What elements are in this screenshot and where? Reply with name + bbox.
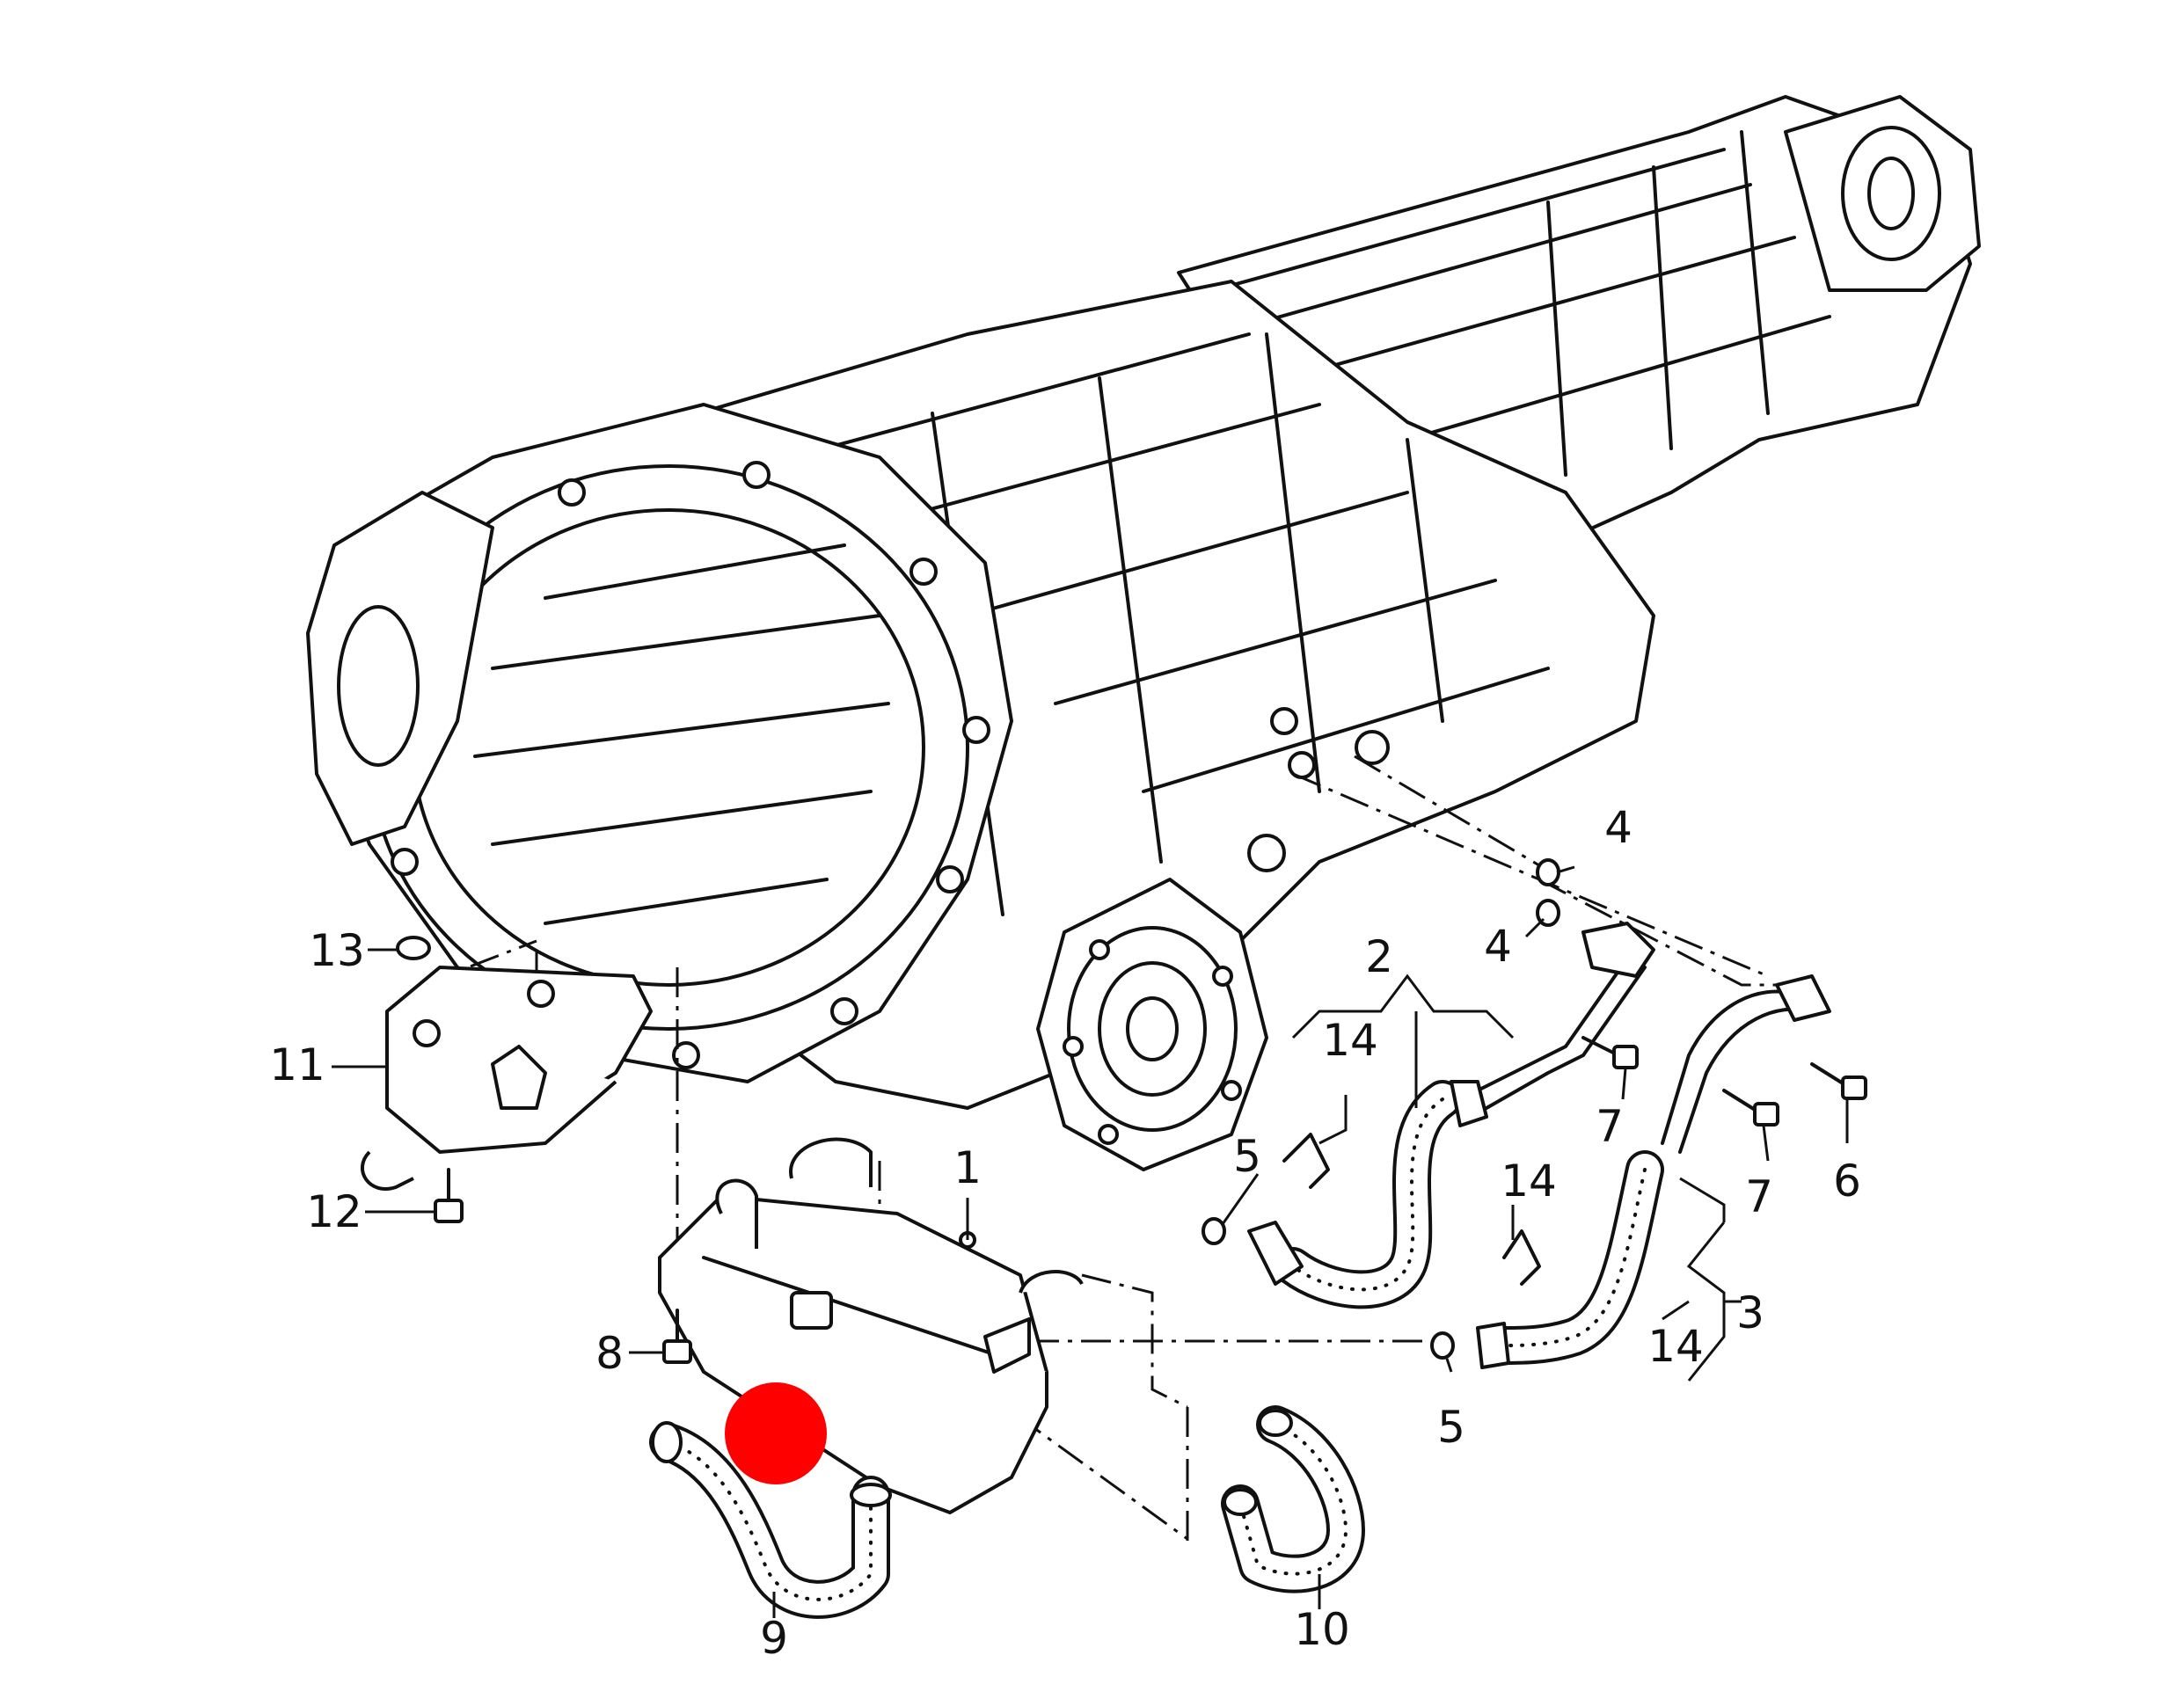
part-10-coolant-hose xyxy=(1221,1405,1365,1593)
highlight-marker xyxy=(725,1382,827,1484)
callout-13: 13 xyxy=(309,925,365,976)
part-9-coolant-hose xyxy=(649,1421,892,1619)
callout-14-lower: 14 xyxy=(1501,1156,1557,1207)
part-1-transmission-cooler xyxy=(658,1137,1084,1514)
callout-11: 11 xyxy=(269,1039,325,1090)
part-13-seal-ring xyxy=(396,936,431,960)
part-4-o-ring-upper xyxy=(1536,858,1560,886)
leader-lines xyxy=(332,865,1849,1618)
part-6-bolt xyxy=(1810,1062,1867,1100)
part-5-o-ring-right xyxy=(1430,1331,1455,1360)
callout-9: 9 xyxy=(760,1613,788,1664)
callout-6: 6 xyxy=(1833,1156,1861,1207)
callout-4-upper: 4 xyxy=(1604,802,1633,853)
part-8-bolt xyxy=(662,1309,692,1364)
part-2-atf-line xyxy=(1247,922,1655,1309)
callout-labels: 1 2 3 4 4 5 5 6 7 7 8 9 10 11 12 13 14 1… xyxy=(269,802,1861,1664)
callout-12: 12 xyxy=(306,1186,362,1237)
part-5-o-ring-left xyxy=(1202,1217,1226,1245)
part-3-atf-line xyxy=(1476,974,1831,1369)
callout-8: 8 xyxy=(595,1328,624,1379)
callout-10: 10 xyxy=(1294,1604,1350,1655)
callout-4-lower: 4 xyxy=(1484,921,1512,972)
callout-2: 2 xyxy=(1365,931,1393,982)
part-7-bolt-lower xyxy=(1722,1089,1779,1127)
callout-5-left: 5 xyxy=(1233,1131,1261,1182)
part-14-clip-upper xyxy=(1282,1133,1330,1189)
callout-3: 3 xyxy=(1736,1287,1764,1338)
part-11-adapter-plate xyxy=(360,966,653,1191)
transmission-housing xyxy=(306,95,1981,1171)
callout-14-right: 14 xyxy=(1647,1321,1704,1372)
callout-14-upper: 14 xyxy=(1322,1015,1378,1066)
output-flange xyxy=(1036,878,1268,1171)
callout-5-right: 5 xyxy=(1437,1402,1465,1453)
callout-7-lower: 7 xyxy=(1745,1171,1773,1222)
part-7-bolt-upper xyxy=(1581,1036,1639,1069)
callout-7-upper: 7 xyxy=(1596,1101,1624,1152)
part-14-clip-lower xyxy=(1502,1229,1541,1286)
callout-1: 1 xyxy=(953,1142,982,1193)
part-12-bolt xyxy=(434,1168,464,1223)
